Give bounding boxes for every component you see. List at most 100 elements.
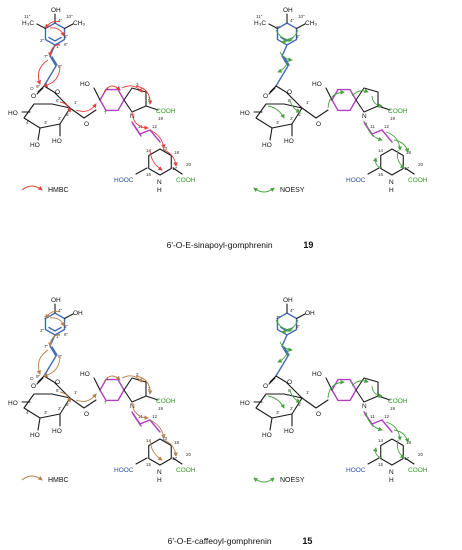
noesy-correlation-arrow-4 bbox=[289, 389, 301, 403]
atom-5-label: 5" bbox=[64, 34, 69, 39]
label-oh-top: OH bbox=[283, 297, 293, 304]
noesy-correlation-arrow-6 bbox=[327, 89, 345, 109]
label-n1: N bbox=[362, 403, 367, 410]
hmbc-correlation-arrow-13 bbox=[163, 149, 178, 167]
atom-6-label: 6' bbox=[56, 98, 60, 103]
atom-5-label: 5' bbox=[66, 112, 70, 117]
atom-11-label: 11" bbox=[24, 14, 31, 19]
atom-18-label: 18 bbox=[406, 440, 412, 445]
atom-5-label: 5" bbox=[64, 324, 69, 329]
legend-p19-hmbc: HMBC bbox=[21, 185, 69, 194]
caption-19-number: 19 bbox=[303, 240, 314, 250]
atom-15-label: 15 bbox=[378, 172, 384, 177]
atom-2-label: 2' bbox=[290, 116, 294, 121]
hmbc-correlation-arrow-13 bbox=[163, 439, 178, 457]
atom-4-label: 4' bbox=[26, 120, 30, 125]
atom-1-label: 1' bbox=[74, 100, 78, 105]
label-h: H bbox=[157, 477, 162, 484]
label-ester-o: O bbox=[31, 383, 36, 390]
atom-14-label: 14 bbox=[146, 148, 152, 153]
atom-4-label: 4 bbox=[106, 86, 109, 91]
atom-3-label: 3' bbox=[276, 120, 280, 125]
legend-label: HMBC bbox=[48, 477, 69, 484]
label-n1: N bbox=[362, 113, 367, 120]
label-nh: N bbox=[389, 469, 394, 476]
label-anomeric-o: O bbox=[316, 121, 321, 128]
label-ester-o: O bbox=[263, 383, 268, 390]
hmbc-correlation-arrow-3 bbox=[36, 349, 49, 375]
noesy-correlation-arrow-0 bbox=[275, 319, 293, 333]
atom-15-label: 15 bbox=[146, 172, 152, 177]
label-oh-top: OH bbox=[283, 7, 293, 14]
noesy-correlation-arrow-3 bbox=[277, 59, 289, 73]
atom-17-label: 17 bbox=[404, 456, 410, 461]
label-hooc-15: HOOC bbox=[114, 177, 134, 184]
legend-p15-hmbc: HMBC bbox=[21, 475, 69, 484]
label-ho-glc2: HO bbox=[30, 432, 40, 439]
noesy-correlation-arrow-2 bbox=[279, 341, 293, 352]
atom-1-label: 1" bbox=[56, 44, 61, 49]
hmbc-correlation-arrow-8 bbox=[121, 85, 143, 93]
atom-1-label: 1" bbox=[56, 334, 61, 339]
hmbc-correlation-arrow-2 bbox=[47, 43, 61, 57]
noesy-correlation-arrow-10 bbox=[385, 131, 403, 151]
atom-3-label: 3 bbox=[136, 82, 139, 87]
atom-1-label: 1' bbox=[74, 390, 78, 395]
atom-3-label: 3 bbox=[136, 372, 139, 377]
label-hooc-15: HOOC bbox=[346, 177, 366, 184]
noesy-correlation-arrow-0 bbox=[275, 29, 293, 43]
hmbc-correlation-arrow-5 bbox=[59, 101, 72, 113]
atom-2-label: 2' bbox=[58, 116, 62, 121]
noesy-correlation-arrow-9 bbox=[365, 121, 383, 142]
label-nh: N bbox=[157, 179, 162, 186]
noesy-correlation-arrow-11 bbox=[396, 439, 405, 459]
noesy-correlation-arrow-13 bbox=[393, 139, 410, 153]
label-oh-top: OH bbox=[51, 7, 61, 14]
atom-4-label: 4' bbox=[26, 410, 30, 415]
atom-20-label: 20 bbox=[186, 162, 192, 167]
atom-3-label: 3" bbox=[276, 315, 281, 320]
atom-O-label: O bbox=[30, 86, 34, 91]
atom-7-label: 7" bbox=[44, 54, 49, 59]
label-hooc-15: HOOC bbox=[346, 467, 366, 474]
noesy-correlation-arrow-6 bbox=[327, 379, 345, 399]
atom-14-label: 14 bbox=[378, 148, 384, 153]
label-ester-o2: O bbox=[55, 89, 60, 96]
caption-19: 6'-O-E-sinapoyl-gomphrenin 19 bbox=[110, 240, 370, 250]
label-ho-glc3: HO bbox=[284, 138, 294, 145]
hmbc-correlation-arrow-4 bbox=[43, 65, 61, 88]
atom-17-label: 17 bbox=[172, 456, 178, 461]
atom-20-label: 20 bbox=[418, 162, 424, 167]
atom-11-label: 11 bbox=[370, 414, 375, 419]
hmbc-correlation-arrow-8 bbox=[121, 375, 143, 383]
atom-1-label: 1' bbox=[306, 390, 310, 395]
label-ch3-right: CH₃ bbox=[305, 20, 317, 27]
label-anomeric-o: O bbox=[84, 121, 89, 128]
label-ester-o2: O bbox=[287, 379, 292, 386]
hmbc-correlation-arrow-4 bbox=[43, 355, 61, 378]
atom-1-label: 1' bbox=[306, 100, 310, 105]
atom-18-label: 18 bbox=[406, 150, 412, 155]
atom-20-label: 20 bbox=[418, 452, 424, 457]
atom-19: 19 bbox=[158, 406, 164, 411]
label-oh-right: OH bbox=[305, 310, 315, 317]
atom-19: 19 bbox=[390, 116, 396, 121]
hmbc-correlation-arrow-11 bbox=[149, 419, 166, 439]
atom-12-label: 12 bbox=[384, 414, 390, 419]
atom-4-label: 4" bbox=[58, 18, 63, 23]
label-h: H bbox=[157, 187, 162, 194]
label-nh: N bbox=[389, 179, 394, 186]
atom-2-label: 2" bbox=[40, 328, 45, 333]
hmbc-correlation-arrow-12 bbox=[149, 439, 163, 461]
noesy-correlation-arrow-5 bbox=[267, 395, 285, 409]
label-ch3-left: H₃C bbox=[22, 20, 34, 27]
atom-O-label: O bbox=[30, 376, 34, 381]
noesy-correlation-arrow-3 bbox=[277, 349, 289, 363]
legend-hmbc-arrow bbox=[21, 185, 43, 191]
atom-4-label: 4" bbox=[290, 308, 295, 313]
atom-3-label: 3' bbox=[44, 410, 48, 415]
noesy-correlation-arrow-8 bbox=[371, 385, 383, 398]
